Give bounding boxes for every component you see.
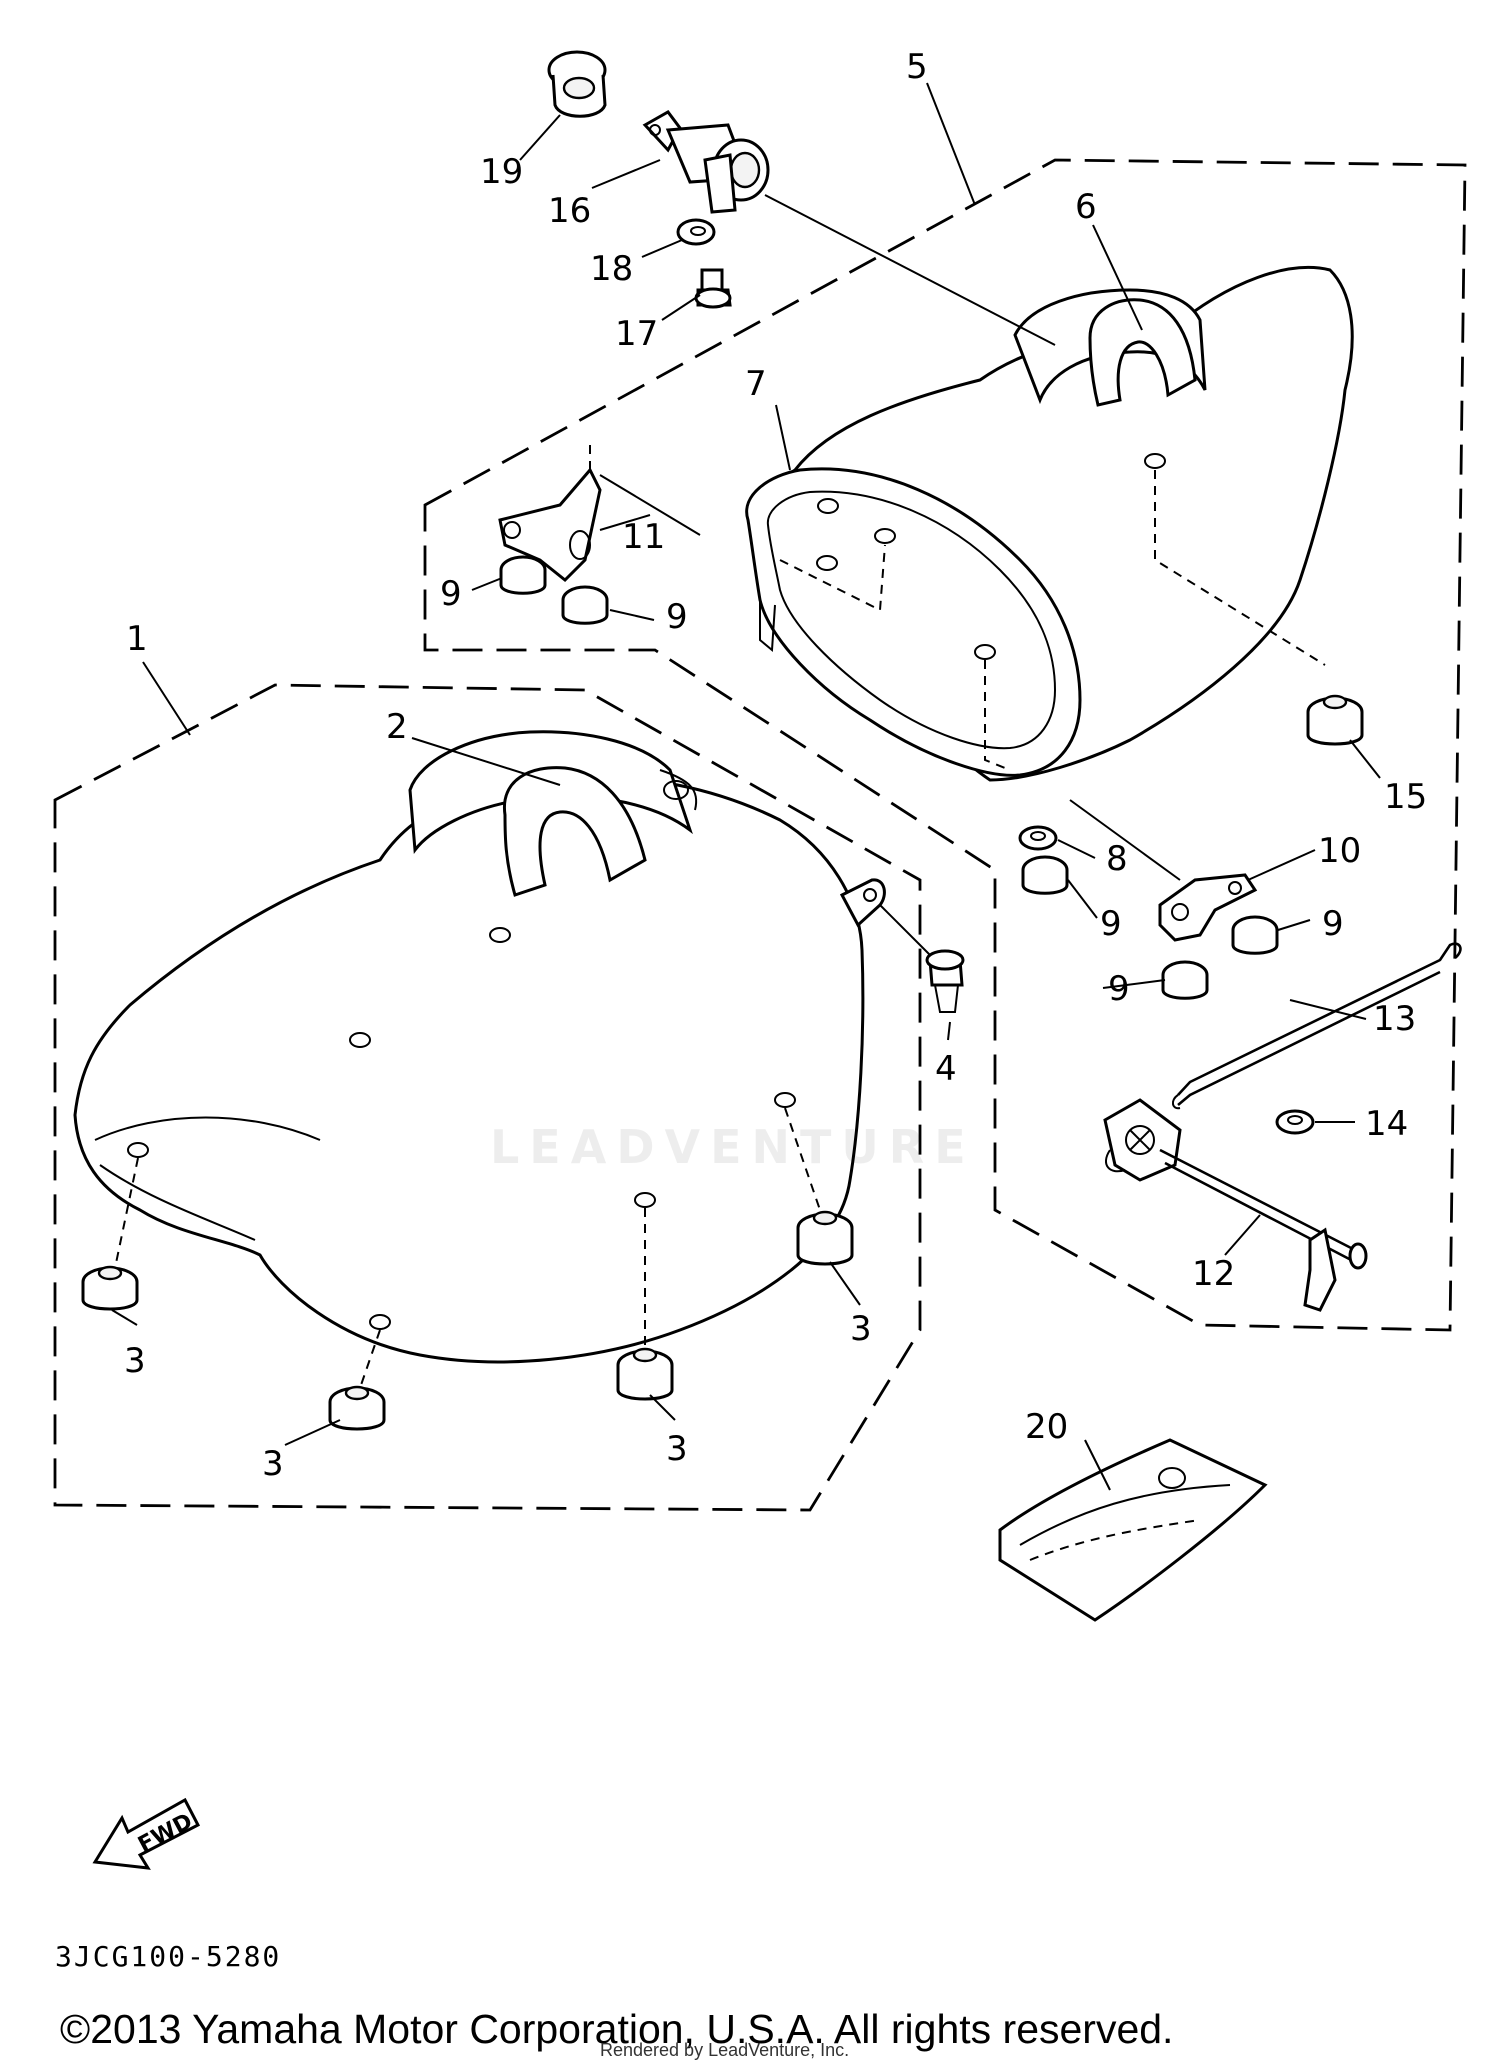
front-seat xyxy=(73,730,886,1364)
bolt-4 xyxy=(879,904,965,1013)
bracket-11 xyxy=(498,440,602,583)
lock-to-seat-line xyxy=(764,194,1056,346)
callout-3c: 3 xyxy=(666,1429,688,1469)
rear-seat-assembly-boundary xyxy=(423,158,1467,1332)
callout-3d: 3 xyxy=(850,1309,872,1349)
callout-8: 8 xyxy=(1106,839,1128,879)
seat-latch-12 xyxy=(1103,1098,1368,1312)
callout-3b: 3 xyxy=(262,1444,284,1484)
damper-3c xyxy=(616,1347,674,1401)
callout-2: 2 xyxy=(386,707,408,747)
front-seat-assembly-boundary xyxy=(53,683,922,1512)
bracket-10-line xyxy=(1069,799,1181,881)
callout-17: 17 xyxy=(615,314,658,354)
callout-19: 19 xyxy=(480,152,523,192)
callout-5: 5 xyxy=(906,47,928,87)
rendered-by-notice: Rendered by LeadVenture, Inc. xyxy=(600,2040,850,2060)
callout-6: 6 xyxy=(1075,187,1097,227)
callout-9d: 9 xyxy=(1322,904,1344,944)
bracket-10 xyxy=(1158,873,1258,942)
nut-9a xyxy=(499,555,547,595)
washer-8 xyxy=(1018,825,1058,851)
callout-10: 10 xyxy=(1318,831,1361,871)
callout-20: 20 xyxy=(1025,1407,1068,1447)
lock-cap-19 xyxy=(547,50,607,118)
callout-9b: 9 xyxy=(666,597,688,637)
damper-hidden-lines xyxy=(114,1107,821,1389)
nut-9e xyxy=(1161,960,1209,1000)
fwd-arrow-icon: FWD xyxy=(92,1797,201,1870)
callout-11: 11 xyxy=(622,517,665,557)
rod-13 xyxy=(1172,942,1462,1110)
callout-16: 16 xyxy=(548,191,591,231)
callout-9c: 9 xyxy=(1100,904,1122,944)
watermark: LEADVENTURE xyxy=(490,1120,976,1174)
damper-3a xyxy=(81,1265,139,1311)
callout-9a: 9 xyxy=(440,574,462,614)
screw-17 xyxy=(694,268,732,309)
callouts: 1 2 3 3 3 3 4 5 6 7 8 9 9 9 9 9 10 11 12… xyxy=(124,47,1427,1484)
callout-14: 14 xyxy=(1365,1104,1408,1144)
damper-3b xyxy=(328,1385,386,1431)
copyright-notice: ©2013 Yamaha Motor Corporation, U.S.A. A… xyxy=(60,2006,1174,2052)
bracket-11-line xyxy=(599,474,701,536)
callout-1: 1 xyxy=(126,619,148,659)
rear-seat xyxy=(745,266,1354,782)
damper-15 xyxy=(1306,694,1364,746)
callout-15: 15 xyxy=(1384,777,1427,817)
callout-9e: 9 xyxy=(1108,969,1130,1009)
holder-20 xyxy=(998,1438,1268,1622)
nut-9c xyxy=(1021,855,1069,895)
damper-parts-3 xyxy=(81,1210,854,1431)
damper-3d xyxy=(796,1210,854,1266)
leader-lines xyxy=(111,82,1381,1491)
callout-12: 12 xyxy=(1192,1254,1235,1294)
callout-13: 13 xyxy=(1373,999,1416,1039)
drawing-code: 3JCG100-5280 xyxy=(55,1940,282,1973)
callout-7: 7 xyxy=(745,364,767,404)
callout-18: 18 xyxy=(590,249,633,289)
callout-3a: 3 xyxy=(124,1341,146,1381)
lock-cylinder-16 xyxy=(642,110,770,214)
nut-9d xyxy=(1231,915,1279,955)
washer-18 xyxy=(676,218,716,246)
nut-9b xyxy=(561,585,609,625)
callout-4: 4 xyxy=(935,1049,957,1089)
washer-14 xyxy=(1275,1109,1315,1135)
